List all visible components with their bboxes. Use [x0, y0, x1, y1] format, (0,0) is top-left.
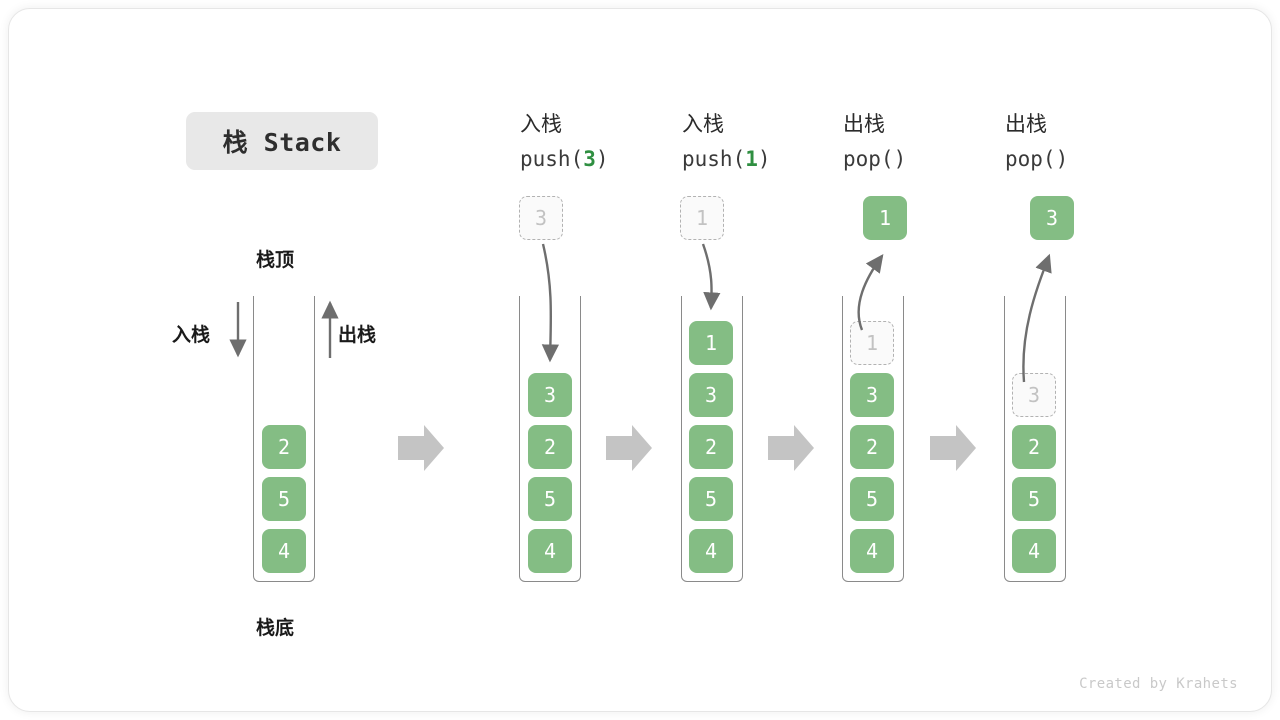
- column-header-push3: 入栈 push(3): [520, 108, 609, 176]
- stack-cell: 4: [262, 529, 306, 573]
- column-header-cn: 入栈: [682, 113, 724, 136]
- push-argument: 3: [583, 147, 596, 171]
- stack-cell: 3: [689, 373, 733, 417]
- column-header-pop1: 出栈 pop(): [843, 108, 906, 176]
- stack-cell: 2: [1012, 425, 1056, 469]
- column-header-code: push(3): [520, 147, 609, 171]
- push-side-label: 入栈: [172, 325, 211, 346]
- stack-cell: 2: [689, 425, 733, 469]
- stack-cell: 5: [850, 477, 894, 521]
- stack-cell: 4: [528, 529, 572, 573]
- column-header-push1: 入栈 push(1): [682, 108, 771, 176]
- stack-bottom-label: 栈底: [256, 618, 295, 639]
- popped-element-box: 3: [1030, 196, 1074, 240]
- credit-text: Created by Krahets: [1079, 676, 1238, 692]
- stack-cell-removed: 3: [1012, 373, 1056, 417]
- stack-cell-removed: 1: [850, 321, 894, 365]
- stack-cell: 3: [850, 373, 894, 417]
- stack-container-pop1: [842, 296, 904, 582]
- column-header-code: push(1): [682, 147, 771, 171]
- stack-top-label: 栈顶: [256, 250, 295, 271]
- popped-element-box: 1: [863, 196, 907, 240]
- stack-cell: 5: [528, 477, 572, 521]
- stack-cell: 2: [262, 425, 306, 469]
- pop-side-label: 出栈: [338, 325, 377, 346]
- stack-cell: 4: [689, 529, 733, 573]
- floating-ghost-box: 3: [519, 196, 563, 240]
- column-header-cn: 入栈: [520, 113, 562, 136]
- stack-cell: 4: [1012, 529, 1056, 573]
- column-header-cn: 出栈: [843, 113, 885, 136]
- push-argument: 1: [745, 147, 758, 171]
- stack-container-push1: [681, 296, 743, 582]
- stack-container-push3: [519, 296, 581, 582]
- stack-container-initial: [253, 296, 315, 582]
- stack-cell: 5: [1012, 477, 1056, 521]
- stack-cell: 2: [850, 425, 894, 469]
- diagram-title: 栈 Stack: [186, 112, 378, 170]
- column-header-code: pop(): [843, 147, 907, 171]
- stack-cell: 2: [528, 425, 572, 469]
- column-header-pop3: 出栈 pop(): [1005, 108, 1068, 176]
- column-header-cn: 出栈: [1005, 113, 1047, 136]
- stack-cell: 4: [850, 529, 894, 573]
- column-header-code: pop(): [1005, 147, 1069, 171]
- stack-container-pop3: [1004, 296, 1066, 582]
- stack-cell: 5: [262, 477, 306, 521]
- stack-cell: 1: [689, 321, 733, 365]
- stack-cell: 3: [528, 373, 572, 417]
- stack-cell: 5: [689, 477, 733, 521]
- floating-ghost-box: 1: [680, 196, 724, 240]
